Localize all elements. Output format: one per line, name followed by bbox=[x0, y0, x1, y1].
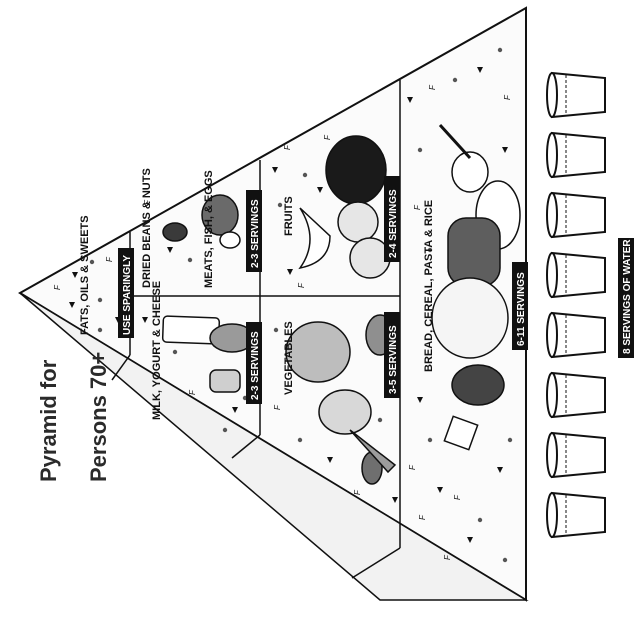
vegetables-tier-name: VEGETABLES bbox=[283, 321, 295, 395]
grains-tier-name: BREAD, CEREAL, PASTA & RICE bbox=[423, 200, 435, 372]
water-glass bbox=[547, 313, 605, 357]
fat-dot bbox=[508, 438, 512, 442]
water-glass bbox=[547, 133, 605, 177]
water-label-group: 8 SERVINGS OF WATER bbox=[618, 238, 634, 358]
fat-dot bbox=[278, 203, 282, 207]
fat-dot bbox=[188, 258, 192, 262]
fat-dot bbox=[428, 438, 432, 442]
fruits-servings-label: 2-4 SERVINGS bbox=[388, 189, 399, 258]
fat-dot bbox=[303, 173, 307, 177]
fat-dot bbox=[98, 298, 102, 302]
fat-dot bbox=[418, 148, 422, 152]
milk-tier-name: MILK, YOGURT & CHEESE bbox=[151, 281, 163, 420]
fats-tier-name: FATS, OILS & SWEETS bbox=[79, 215, 91, 335]
water-glass bbox=[547, 193, 605, 237]
fat-dot bbox=[453, 78, 457, 82]
meat-tier-name-top: DRIED BEANS & NUTS bbox=[141, 168, 153, 288]
title-line-1: Pyramid for bbox=[36, 359, 61, 482]
fats-servings-label: USE SPARINGLY bbox=[122, 255, 133, 335]
grains-servings-label: 6-11 SERVINGS bbox=[516, 272, 527, 346]
fat-dot bbox=[173, 350, 177, 354]
milk-servings-label: 2-3 SERVINGS bbox=[250, 331, 261, 400]
fat-dot bbox=[498, 48, 502, 52]
fat-dot bbox=[478, 518, 482, 522]
title-line-2: Persons 70+ bbox=[86, 352, 111, 482]
water-glass bbox=[547, 433, 605, 477]
meat-servings-label: 2-3 SERVINGS bbox=[250, 199, 261, 268]
water-glass bbox=[547, 493, 605, 537]
water-glasses bbox=[547, 73, 605, 537]
water-glass bbox=[547, 253, 605, 297]
fat-dot bbox=[98, 328, 102, 332]
water-glass bbox=[547, 373, 605, 417]
meat-tier-name-bottom: MEATS, FISH, & EGGS bbox=[203, 170, 215, 288]
fruits-tier-name: FRUITS bbox=[283, 196, 295, 236]
water-glass bbox=[547, 73, 605, 117]
fat-dot bbox=[274, 328, 278, 332]
fat-dot bbox=[298, 438, 302, 442]
fat-dot bbox=[223, 428, 227, 432]
vegetables-servings-label: 3-5 SERVINGS bbox=[388, 325, 399, 394]
fat-dot bbox=[378, 418, 382, 422]
fat-dot bbox=[503, 558, 507, 562]
water-label: 8 SERVINGS OF WATER bbox=[622, 239, 633, 354]
